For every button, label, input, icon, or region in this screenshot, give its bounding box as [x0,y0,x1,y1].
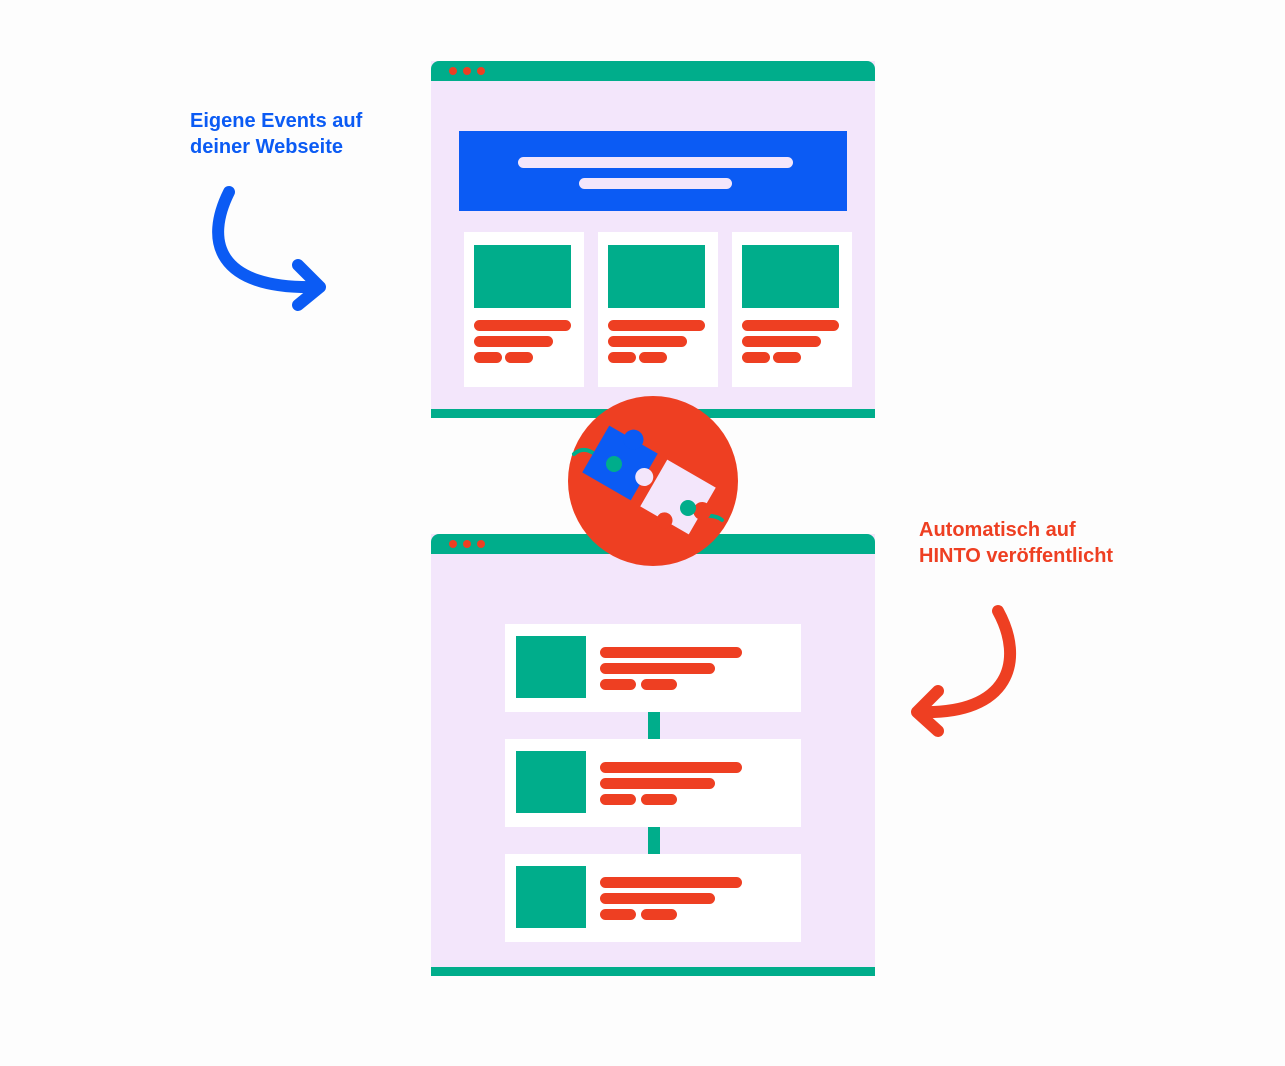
text-line [600,647,742,658]
text-line [742,320,839,331]
text-line [742,336,821,347]
window-footer [431,967,875,976]
caption-auto-published: Automatisch auf HINTO veröffentlicht [919,517,1113,569]
text-line [608,352,636,363]
text-line [600,679,636,690]
window-dot [463,540,471,548]
event-card-image [608,245,705,308]
text-line [608,336,687,347]
list-item-image [516,636,586,698]
text-line [639,352,667,363]
caption-own-events: Eigene Events auf deiner Webseite [190,108,362,160]
window-dot [477,540,485,548]
text-line [474,352,502,363]
list-item [505,854,801,942]
text-line [600,778,715,789]
event-card [464,232,584,387]
caption-own-events-line1: Eigene Events auf [190,110,363,132]
list-item-image [516,866,586,928]
text-line [608,320,705,331]
text-line [505,352,533,363]
text-line [641,679,677,690]
text-line [600,663,715,674]
caption-auto-published-line1: Automatisch auf [919,519,1076,541]
hero-line [518,157,793,168]
text-line [600,877,742,888]
window-dot [449,67,457,75]
event-card-image [742,245,839,308]
text-line [600,794,636,805]
window-titlebar [431,61,875,81]
window-dot [463,67,471,75]
text-line [742,352,770,363]
text-line [474,336,553,347]
text-line [773,352,801,363]
list-item-image [516,751,586,813]
window-dot [449,540,457,548]
list-connector [648,827,660,854]
text-line [600,893,715,904]
text-line [474,320,571,331]
caption-own-events-line2: deiner Webseite [190,136,344,158]
event-card [598,232,718,387]
website-hero-banner [459,131,847,211]
event-card [732,232,852,387]
list-item [505,624,801,712]
own-website-window [431,61,875,418]
hero-line [579,178,732,189]
text-line [641,794,677,805]
window-dot [477,67,485,75]
list-connector [648,712,660,739]
text-line [641,909,677,920]
text-line [600,762,742,773]
caption-auto-published-line2: HINTO veröffentlicht [919,545,1114,567]
hinto-platform-window [431,534,875,976]
text-line [600,909,636,920]
list-item [505,739,801,827]
event-card-image [474,245,571,308]
